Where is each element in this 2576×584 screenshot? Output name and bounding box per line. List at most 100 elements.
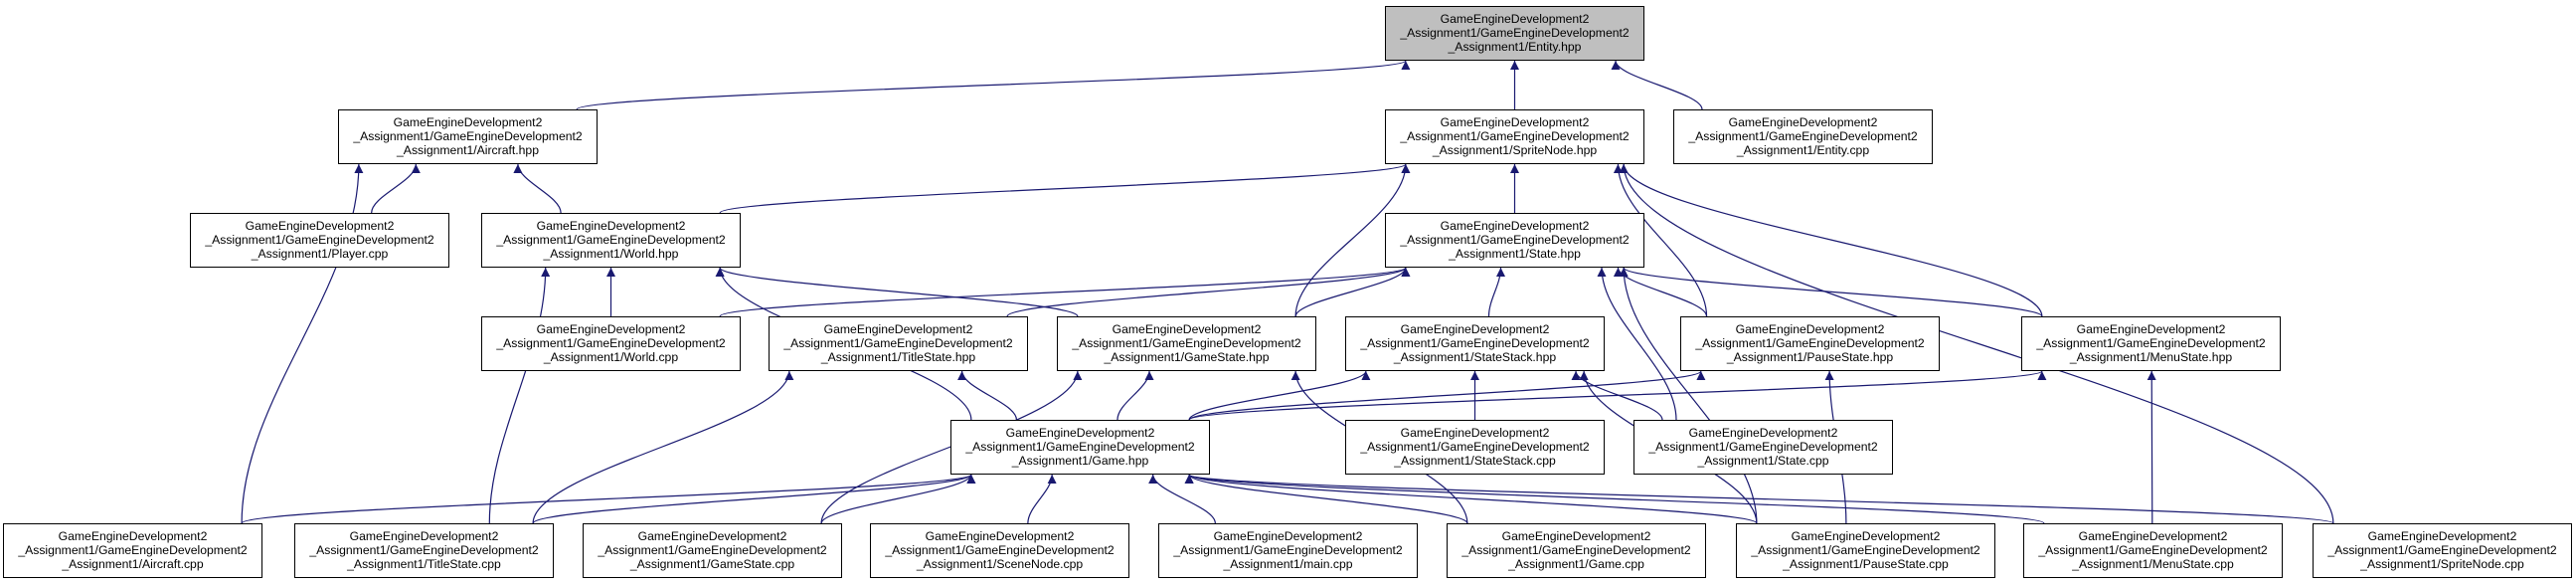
edge-game-cpp-to-game-hpp [1184, 474, 1468, 524]
edge-pausestate-hpp-to-state-hpp [1613, 267, 1708, 317]
node-label-line: GameEngineDevelopment2 [536, 322, 686, 336]
node-menustate-cpp[interactable]: GameEngineDevelopment2_Assignment1/GameE… [2023, 523, 2283, 578]
node-label-line: _Assignment1/World.hpp [543, 247, 679, 261]
node-label-line: _Assignment1/GameEngineDevelopment2 [1688, 129, 1918, 143]
edge-spritenode-cpp-to-game-hpp [1185, 474, 2334, 524]
edge-world-cpp-to-state-hpp [719, 267, 1411, 317]
node-label-line: _Assignment1/World.cpp [543, 350, 679, 364]
node-game-hpp[interactable]: GameEngineDevelopment2_Assignment1/GameE… [950, 420, 1210, 475]
node-label-line: _Assignment1/PauseState.cpp [1783, 557, 1949, 571]
node-statestack-hpp[interactable]: GameEngineDevelopment2_Assignment1/GameE… [1345, 316, 1605, 371]
edge-pausestate-hpp-to-spritenode-hpp [1613, 163, 1708, 317]
node-label-line: _Assignment1/StateStack.hpp [1393, 350, 1557, 364]
node-label-line: _Assignment1/SpriteNode.cpp [2360, 557, 2524, 571]
node-game-cpp[interactable]: GameEngineDevelopment2_Assignment1/GameE… [1447, 523, 1706, 578]
node-label-line: _Assignment1/Entity.hpp [1448, 40, 1582, 54]
node-label-line: _Assignment1/MenuState.cpp [2072, 557, 2234, 571]
edge-aircraft-hpp-to-entity-hpp [576, 60, 1410, 110]
node-label-line: GameEngineDevelopment2 [1688, 426, 1838, 440]
node-label-line: GameEngineDevelopment2 [1400, 322, 1550, 336]
node-label-line: _Assignment1/GameEngineDevelopment2 [2038, 543, 2268, 557]
node-world-cpp[interactable]: GameEngineDevelopment2_Assignment1/GameE… [481, 316, 741, 371]
edge-titlestate-cpp-to-titlestate-hpp [532, 370, 794, 524]
edge-world-hpp-to-aircraft-hpp [513, 163, 562, 214]
node-label-line: GameEngineDevelopment2 [536, 219, 686, 233]
node-pausestate-cpp[interactable]: GameEngineDevelopment2_Assignment1/GameE… [1736, 523, 1995, 578]
node-menustate-hpp[interactable]: GameEngineDevelopment2_Assignment1/GameE… [2021, 316, 2281, 371]
node-label-line: GameEngineDevelopment2 [637, 529, 787, 543]
node-scenenode-cpp[interactable]: GameEngineDevelopment2_Assignment1/GameE… [870, 523, 1129, 578]
node-state-hpp[interactable]: GameEngineDevelopment2_Assignment1/GameE… [1385, 213, 1644, 268]
node-label-line: _Assignment1/GameEngineDevelopment2 [1751, 543, 1980, 557]
node-label-line: _Assignment1/GameEngineDevelopment2 [1695, 336, 1925, 350]
node-label-line: _Assignment1/Game.hpp [1011, 454, 1149, 468]
node-gamestate-cpp[interactable]: GameEngineDevelopment2_Assignment1/GameE… [583, 523, 842, 578]
node-label-line: _Assignment1/PauseState.hpp [1726, 350, 1894, 364]
node-label-line: _Assignment1/GameEngineDevelopment2 [2327, 543, 2557, 557]
edge-titlestate-cpp-to-game-hpp [532, 474, 976, 524]
node-label-line: _Assignment1/GameEngineDevelopment2 [205, 233, 434, 247]
node-titlestate-hpp[interactable]: GameEngineDevelopment2_Assignment1/GameE… [769, 316, 1028, 371]
node-label-line: _Assignment1/GameEngineDevelopment2 [1360, 336, 1590, 350]
node-label-line: GameEngineDevelopment2 [1005, 426, 1155, 440]
edge-menustate-hpp-to-spritenode-hpp [1619, 163, 2043, 317]
node-label-line: _Assignment1/GameEngineDevelopment2 [496, 336, 726, 350]
node-label-line: GameEngineDevelopment2 [1735, 322, 1885, 336]
edge-gamestate-cpp-to-gamestate-hpp [820, 370, 1083, 524]
node-entity-cpp[interactable]: GameEngineDevelopment2_Assignment1/GameE… [1673, 109, 1933, 164]
node-label-line: _Assignment1/GameEngineDevelopment2 [598, 543, 827, 557]
node-aircraft-cpp[interactable]: GameEngineDevelopment2_Assignment1/GameE… [3, 523, 262, 578]
edge-aircraft-cpp-to-game-hpp [241, 474, 975, 524]
node-label-line: _Assignment1/Aircraft.cpp [62, 557, 204, 571]
edge-game-hpp-to-statestack-hpp [1188, 370, 1371, 421]
node-spritenode-hpp[interactable]: GameEngineDevelopment2_Assignment1/GameE… [1385, 109, 1644, 164]
node-label-line: GameEngineDevelopment2 [1791, 529, 1941, 543]
node-label-line: GameEngineDevelopment2 [1400, 426, 1550, 440]
node-label-line: _Assignment1/GameEngineDevelopment2 [353, 129, 583, 143]
node-aircraft-hpp[interactable]: GameEngineDevelopment2_Assignment1/GameE… [338, 109, 598, 164]
node-label-line: _Assignment1/Entity.cpp [1736, 143, 1870, 157]
node-label-line: GameEngineDevelopment2 [245, 219, 395, 233]
node-player-cpp[interactable]: GameEngineDevelopment2_Assignment1/GameE… [190, 213, 449, 268]
node-label-line: _Assignment1/State.cpp [1697, 454, 1829, 468]
edge-spritenode-cpp-to-spritenode-hpp [1619, 163, 2334, 524]
edge-menustate-hpp-to-state-hpp [1619, 267, 2043, 317]
edge-gamestate-hpp-to-world-hpp [715, 267, 1079, 317]
edge-titlestate-hpp-to-state-hpp [1006, 267, 1411, 317]
node-state-cpp[interactable]: GameEngineDevelopment2_Assignment1/GameE… [1633, 420, 1893, 475]
node-titlestate-cpp[interactable]: GameEngineDevelopment2_Assignment1/GameE… [294, 523, 554, 578]
edge-entity-cpp-to-entity-hpp [1611, 60, 1703, 110]
node-label-line: _Assignment1/GameEngineDevelopment2 [309, 543, 539, 557]
node-label-line: GameEngineDevelopment2 [1440, 219, 1590, 233]
node-statestack-cpp[interactable]: GameEngineDevelopment2_Assignment1/GameE… [1345, 420, 1605, 475]
node-label-line: GameEngineDevelopment2 [2367, 529, 2517, 543]
edge-game-hpp-to-titlestate-hpp [957, 370, 1018, 421]
edge-layer [241, 60, 2334, 524]
node-label-line: GameEngineDevelopment2 [2078, 529, 2228, 543]
node-label-line: _Assignment1/GameEngineDevelopment2 [2036, 336, 2266, 350]
edge-titlestate-cpp-to-world-hpp [488, 267, 551, 524]
node-label-line: _Assignment1/GameState.cpp [629, 557, 795, 571]
edge-gamestate-cpp-to-game-hpp [820, 474, 976, 524]
edge-game-hpp-to-pausestate-hpp [1188, 370, 1706, 421]
node-label-line: _Assignment1/GameEngineDevelopment2 [885, 543, 1115, 557]
node-label-line: _Assignment1/GameEngineDevelopment2 [1400, 26, 1630, 40]
node-world-hpp[interactable]: GameEngineDevelopment2_Assignment1/GameE… [481, 213, 741, 268]
node-label-line: GameEngineDevelopment2 [2076, 322, 2226, 336]
node-label-line: _Assignment1/GameEngineDevelopment2 [1360, 440, 1590, 454]
edge-game-hpp-to-gamestate-hpp [1116, 370, 1154, 421]
node-label-line: GameEngineDevelopment2 [925, 529, 1075, 543]
node-label-line: _Assignment1/SceneNode.cpp [916, 557, 1084, 571]
edge-pausestate-cpp-to-game-hpp [1184, 474, 1758, 524]
edge-menustate-cpp-to-game-hpp [1185, 474, 2045, 524]
node-pausestate-hpp[interactable]: GameEngineDevelopment2_Assignment1/GameE… [1680, 316, 1940, 371]
node-main-cpp[interactable]: GameEngineDevelopment2_Assignment1/GameE… [1158, 523, 1418, 578]
node-label-line: GameEngineDevelopment2 [1213, 529, 1363, 543]
node-gamestate-hpp[interactable]: GameEngineDevelopment2_Assignment1/GameE… [1057, 316, 1316, 371]
node-label-line: _Assignment1/GameEngineDevelopment2 [783, 336, 1013, 350]
node-spritenode-cpp[interactable]: GameEngineDevelopment2_Assignment1/GameE… [2313, 523, 2572, 578]
node-label-line: _Assignment1/main.cpp [1223, 557, 1353, 571]
node-label-line: GameEngineDevelopment2 [349, 529, 499, 543]
node-label-line: GameEngineDevelopment2 [823, 322, 973, 336]
edge-menustate-cpp-to-menustate-hpp [2147, 370, 2156, 524]
